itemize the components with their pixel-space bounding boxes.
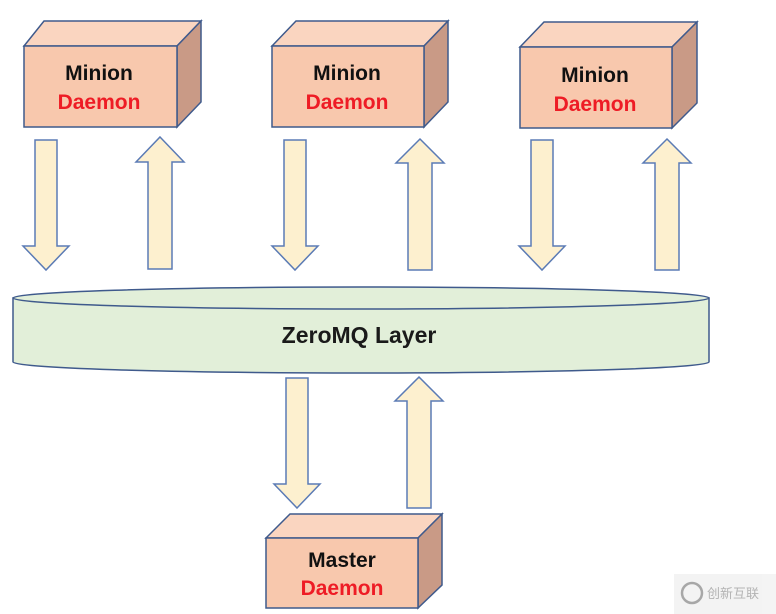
- zeromq-layer: ZeroMQ Layer: [12, 286, 710, 374]
- up-arrow: [393, 375, 445, 509]
- layer-label: ZeroMQ Layer: [282, 322, 437, 348]
- watermark-logo-icon: [680, 581, 704, 605]
- master-box: Master Daemon: [264, 512, 444, 610]
- watermark-text: 创新互联: [707, 586, 759, 601]
- minion-subtitle: Daemon: [554, 93, 637, 116]
- down-arrow: [272, 377, 322, 510]
- watermark: 创新互联: [674, 574, 776, 614]
- master-arrows: [272, 375, 445, 510]
- down-arrow: [21, 139, 71, 272]
- up-arrow: [641, 137, 693, 271]
- master-title: Master: [308, 549, 376, 572]
- down-arrow: [517, 139, 567, 272]
- watermark-background: [674, 574, 776, 614]
- master-subtitle: Daemon: [301, 577, 384, 600]
- box-top-face: [22, 20, 203, 47]
- layer-body: [12, 297, 710, 374]
- minion-box-2: Minion Daemon: [270, 19, 450, 129]
- minion-title: Minion: [65, 62, 133, 85]
- minion-title: Minion: [313, 62, 381, 85]
- minion-subtitle: Daemon: [306, 91, 389, 114]
- box-top-face: [270, 20, 450, 47]
- minion-arrows: [21, 135, 693, 272]
- down-arrow: [270, 139, 320, 272]
- box-top-face: [518, 21, 699, 48]
- box-front-face: [271, 45, 425, 128]
- minion-box-3: Minion Daemon: [518, 20, 699, 130]
- minion-title: Minion: [561, 64, 629, 87]
- minion-subtitle: Daemon: [58, 91, 141, 114]
- box-front-face: [265, 537, 419, 609]
- box-front-face: [519, 46, 673, 129]
- up-arrow: [394, 137, 446, 271]
- box-front-face: [23, 45, 178, 128]
- minion-box-1: Minion Daemon: [22, 19, 203, 129]
- layer-top: [12, 286, 710, 310]
- up-arrow: [134, 135, 186, 270]
- box-top-face: [264, 513, 444, 539]
